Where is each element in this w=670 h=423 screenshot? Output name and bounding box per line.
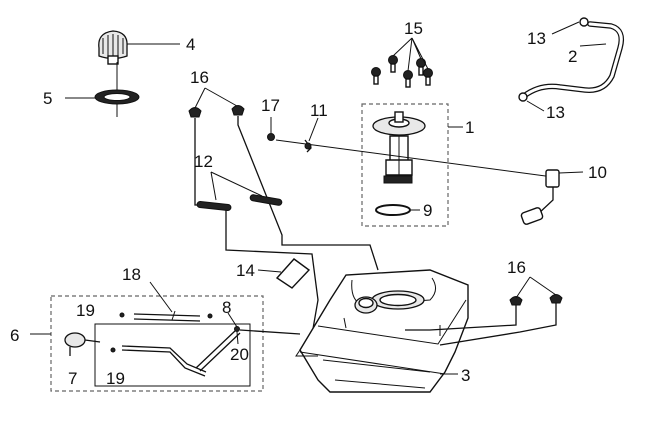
callout-4: 4 bbox=[186, 35, 195, 54]
callout-10: 10 bbox=[588, 163, 607, 182]
callout-6: 6 bbox=[10, 326, 19, 345]
pump-gasket bbox=[375, 204, 411, 216]
grommet-right-lower-b bbox=[549, 294, 563, 304]
callout-16-right: 16 bbox=[507, 258, 526, 277]
grommet-right-lower-a bbox=[509, 296, 523, 306]
fuel-pump-group-box bbox=[361, 103, 449, 227]
warning-label bbox=[275, 258, 311, 289]
callout-15: 15 bbox=[404, 19, 423, 38]
hose-clamp-left bbox=[196, 201, 232, 211]
hose-clip bbox=[304, 139, 312, 153]
evap-hose bbox=[121, 345, 207, 377]
callout-8: 8 bbox=[222, 298, 231, 317]
evap-inner-box bbox=[94, 323, 251, 387]
canister-valve bbox=[64, 332, 101, 356]
breather-hose bbox=[518, 17, 625, 102]
callout-13-bottom: 13 bbox=[546, 103, 565, 122]
fuel-level-sender bbox=[520, 169, 560, 225]
fuel-pump bbox=[372, 111, 426, 184]
hose-clamp-right bbox=[249, 194, 283, 206]
fuel-tank bbox=[295, 269, 469, 393]
evap-pipe-upper bbox=[133, 313, 201, 322]
grommet-left-top bbox=[188, 107, 202, 118]
callout-9: 9 bbox=[423, 201, 432, 220]
callout-7: 7 bbox=[68, 369, 77, 388]
callout-11: 11 bbox=[310, 101, 328, 120]
callout-3: 3 bbox=[461, 366, 470, 385]
small-fittings bbox=[110, 312, 213, 353]
callout-14: 14 bbox=[236, 261, 255, 280]
callout-12: 12 bbox=[194, 152, 213, 171]
callout-1: 1 bbox=[465, 118, 474, 137]
fuel-cap-seal bbox=[94, 62, 140, 117]
evap-pipe-diagonal bbox=[195, 329, 241, 372]
fuel-cap bbox=[98, 30, 128, 65]
callout-18: 18 bbox=[122, 265, 141, 284]
mounting-bolts bbox=[371, 55, 433, 88]
small-bolt bbox=[267, 133, 275, 141]
callout-13-top: 13 bbox=[527, 29, 546, 48]
grommet-right-top bbox=[231, 105, 245, 116]
callout-20: 20 bbox=[230, 345, 249, 364]
evap-group-box bbox=[50, 295, 264, 392]
callout-2: 2 bbox=[568, 47, 577, 66]
callout-19-top: 19 bbox=[76, 301, 95, 320]
callout-17: 17 bbox=[261, 96, 280, 115]
callout-19-bottom: 19 bbox=[106, 369, 125, 388]
callout-16-top: 16 bbox=[190, 68, 209, 87]
callout-5: 5 bbox=[43, 89, 52, 108]
